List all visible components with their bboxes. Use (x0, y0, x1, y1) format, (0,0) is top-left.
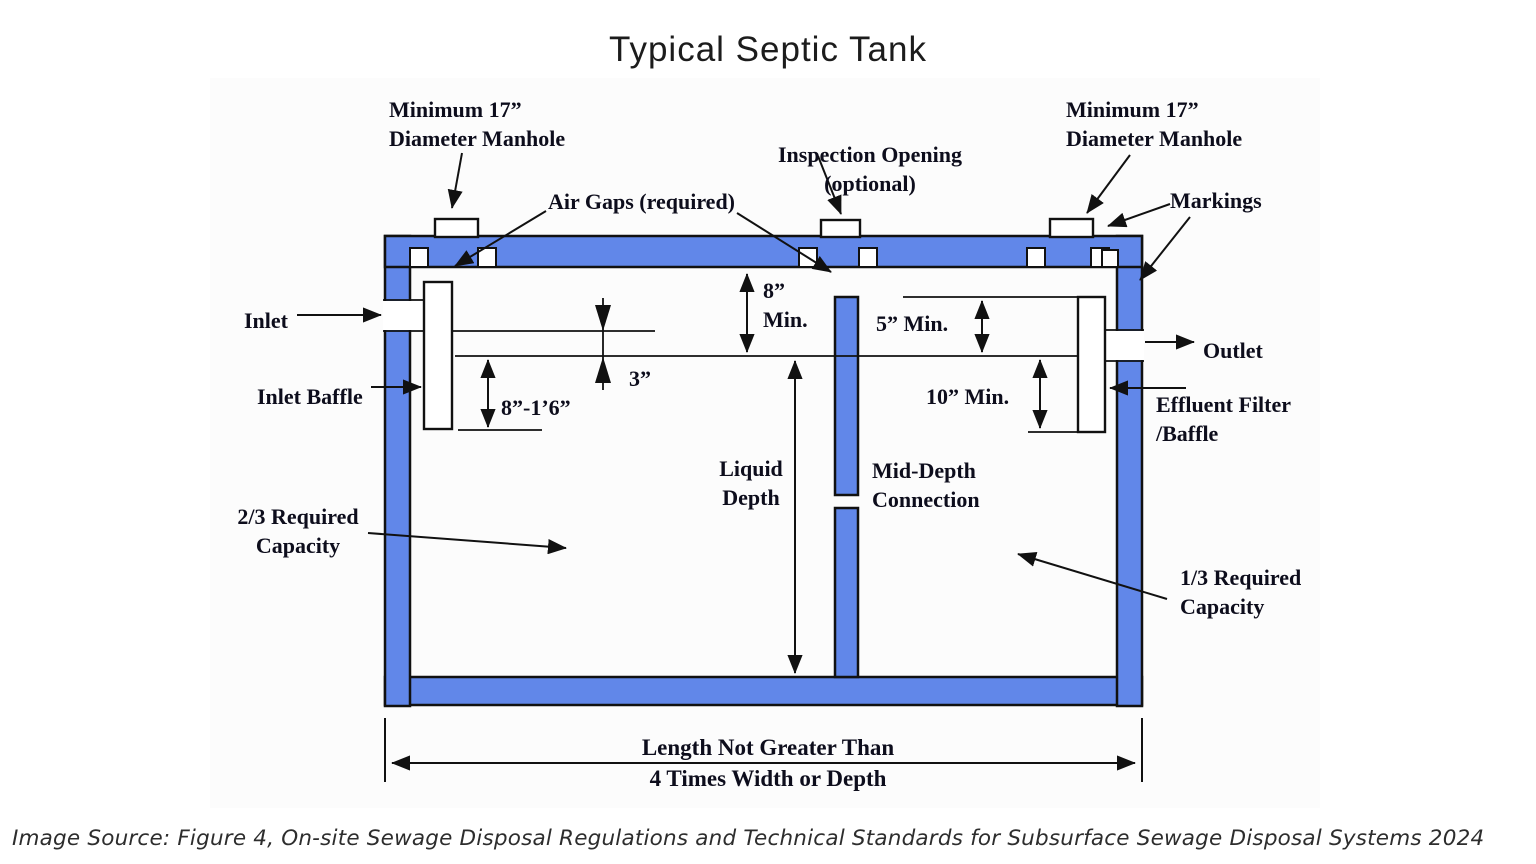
label-dim-10in-min: 10” Min. (926, 384, 1010, 409)
outlet-pipe-opening (1103, 331, 1144, 360)
tank-bottom-slab (383, 675, 1144, 707)
pointer-markings-2 (1139, 216, 1191, 281)
label-mid-depth-connection: Mid-Depth Connection (872, 458, 980, 513)
reference-lines (452, 296, 1078, 433)
baffles (422, 280, 1107, 434)
slab-step-notches (409, 247, 1119, 268)
label-effluent-filter: Effluent Filter /Baffle (1156, 392, 1292, 447)
label-dim-3in: 3” (629, 366, 651, 391)
manhole-left-shape (433, 217, 480, 239)
inspection-opening-shape (819, 218, 862, 239)
pointer-arrows (297, 152, 1195, 600)
label-air-gaps: Air Gaps (required) (548, 189, 736, 214)
label-inlet: Inlet (244, 308, 288, 333)
image-source-caption: Image Source: Figure 4, On-site Sewage D… (12, 826, 1485, 851)
label-length-note: Length Not Greater Than 4 Times Width or… (641, 735, 895, 791)
pointer-markings-1 (1107, 203, 1171, 228)
step-notch (477, 247, 497, 268)
inlet-baffle-shape (422, 280, 454, 431)
pointer-air-gap-left (454, 210, 547, 267)
inlet-pipe-opening (383, 301, 426, 330)
label-dim-8in-min: 8” Min. (763, 278, 808, 333)
label-liquid-depth: Liquid Depth (719, 456, 783, 511)
pointer-manhole-right (1086, 154, 1131, 214)
pipe-penetrations (383, 299, 1144, 362)
pointer-capacity-two-thirds (367, 532, 567, 555)
divider-wall-lower (833, 506, 860, 679)
top-openings (433, 217, 1095, 239)
label-dim-8in-1ft6: 8”-1’6” (501, 395, 571, 420)
pointer-manhole-left (447, 152, 463, 209)
pointer-capacity-one-third (1017, 551, 1168, 600)
label-manhole-left: Minimum 17” Diameter Manhole (389, 97, 566, 152)
tank-top-slab (383, 234, 1144, 269)
label-inspection-opening: Inspection Opening (optional) (778, 142, 962, 197)
label-capacity-one-third: 1/3 Required Capacity (1180, 565, 1302, 620)
tank-right-wall (1115, 234, 1144, 708)
corner-step-notch (1101, 249, 1119, 268)
pointer-air-gap-right (736, 212, 832, 273)
manhole-right-shape (1048, 217, 1095, 239)
label-markings: Markings (1170, 188, 1262, 213)
divider-wall-upper (833, 295, 860, 497)
step-notch (1026, 247, 1046, 268)
label-outlet: Outlet (1203, 338, 1263, 363)
pointer-inspection-opening (817, 155, 842, 215)
label-manhole-right: Minimum 17” Diameter Manhole (1066, 97, 1243, 152)
step-notch (409, 247, 429, 268)
dimension-arrows (384, 273, 1143, 782)
dim-3in-head-up (595, 357, 611, 383)
label-inlet-baffle: Inlet Baffle (257, 384, 363, 409)
outlet-baffle-shape (1076, 295, 1107, 434)
step-notch (858, 247, 878, 268)
dim-3in-head-down (595, 305, 611, 331)
label-capacity-two-thirds: 2/3 Required Capacity (237, 504, 359, 559)
page-title: Typical Septic Tank (609, 30, 927, 69)
label-dim-5in-min: 5” Min. (876, 311, 949, 336)
